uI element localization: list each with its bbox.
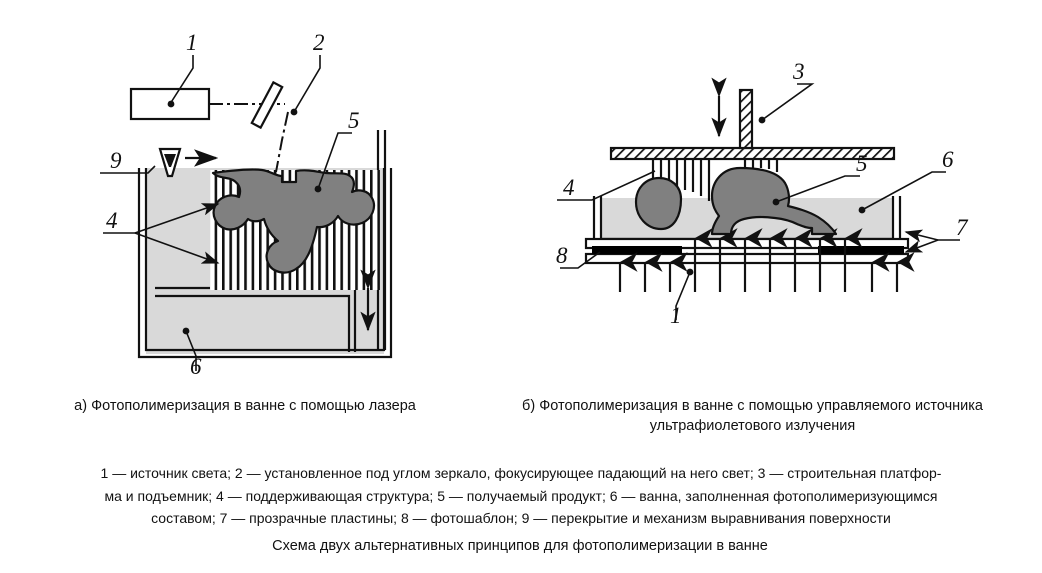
callout-b-4: 4 (563, 175, 575, 200)
leader-b-3-dot (758, 116, 766, 124)
figure-caption: Схема двух альтернативных принципов для … (272, 538, 768, 554)
panel-b-caption: б) Фотополимеризация в ванне с помощью у… (522, 398, 983, 434)
leader-b-3 (761, 83, 815, 121)
callout-b-5: 5 (856, 151, 868, 176)
callout-numbers: 1 2 5 4 6 9 3 4 5 6 7 8 1 (106, 30, 969, 379)
leader-a-5-dot (314, 185, 322, 193)
photomask-b (592, 246, 904, 254)
leader-b-4 (557, 170, 656, 201)
mirror-a (250, 80, 298, 130)
leader-a-1 (169, 55, 194, 105)
leader-a-6 (185, 330, 197, 371)
callout-b-7: 7 (956, 215, 969, 240)
leader-b-7-lower (904, 239, 939, 253)
leader-a-5 (317, 132, 352, 190)
leader-a-6-dot (182, 327, 190, 335)
leader-b-6-dot (858, 206, 866, 214)
leader-a-2 (293, 55, 321, 113)
build-platform-b (609, 88, 896, 161)
leader-b-8 (560, 251, 601, 269)
callout-a-6: 6 (190, 354, 202, 379)
leader-b-5 (775, 175, 860, 203)
legend-line-1: 1 — источник света; 2 — установленное по… (100, 465, 942, 481)
leader-a-9 (100, 165, 156, 174)
support-structure-b (651, 159, 779, 201)
leader-b-1-dot (686, 268, 694, 276)
laser-beam-a (209, 103, 289, 173)
uv-exposure-arrows-b (618, 228, 915, 292)
legend-block: 1 — источник света; 2 — установленное по… (38, 462, 1004, 530)
leader-a-4-upper (134, 203, 220, 234)
leader-b-5-dot (772, 198, 780, 206)
callout-b-1: 1 (670, 303, 682, 328)
recoater-blade-a (158, 147, 182, 178)
leader-a-4-lower (134, 232, 220, 264)
legend-line-3: составом; 7 — прозрачные пластины; 8 — ф… (151, 510, 891, 526)
callout-a-9: 9 (110, 148, 122, 173)
callout-b-6: 6 (942, 147, 954, 172)
callout-a-1: 1 (186, 30, 198, 55)
callout-a-2: 2 (313, 30, 325, 55)
callout-b-8: 8 (556, 243, 568, 268)
callout-a-5: 5 (348, 108, 360, 133)
panel-a-diagram (100, 55, 393, 371)
legend-line-2: ма и подъемник; 4 — поддерживающая струк… (104, 487, 938, 504)
leader-b-6 (861, 171, 946, 211)
leader-b-7-upper (904, 229, 939, 243)
leader-b-1 (675, 271, 691, 320)
callout-a-4: 4 (106, 208, 118, 233)
panel-b-diagram (557, 77, 960, 320)
callout-b-3: 3 (792, 59, 805, 84)
panel-a-caption: а) Фотополимеризация в ванне с помощью л… (74, 398, 416, 414)
